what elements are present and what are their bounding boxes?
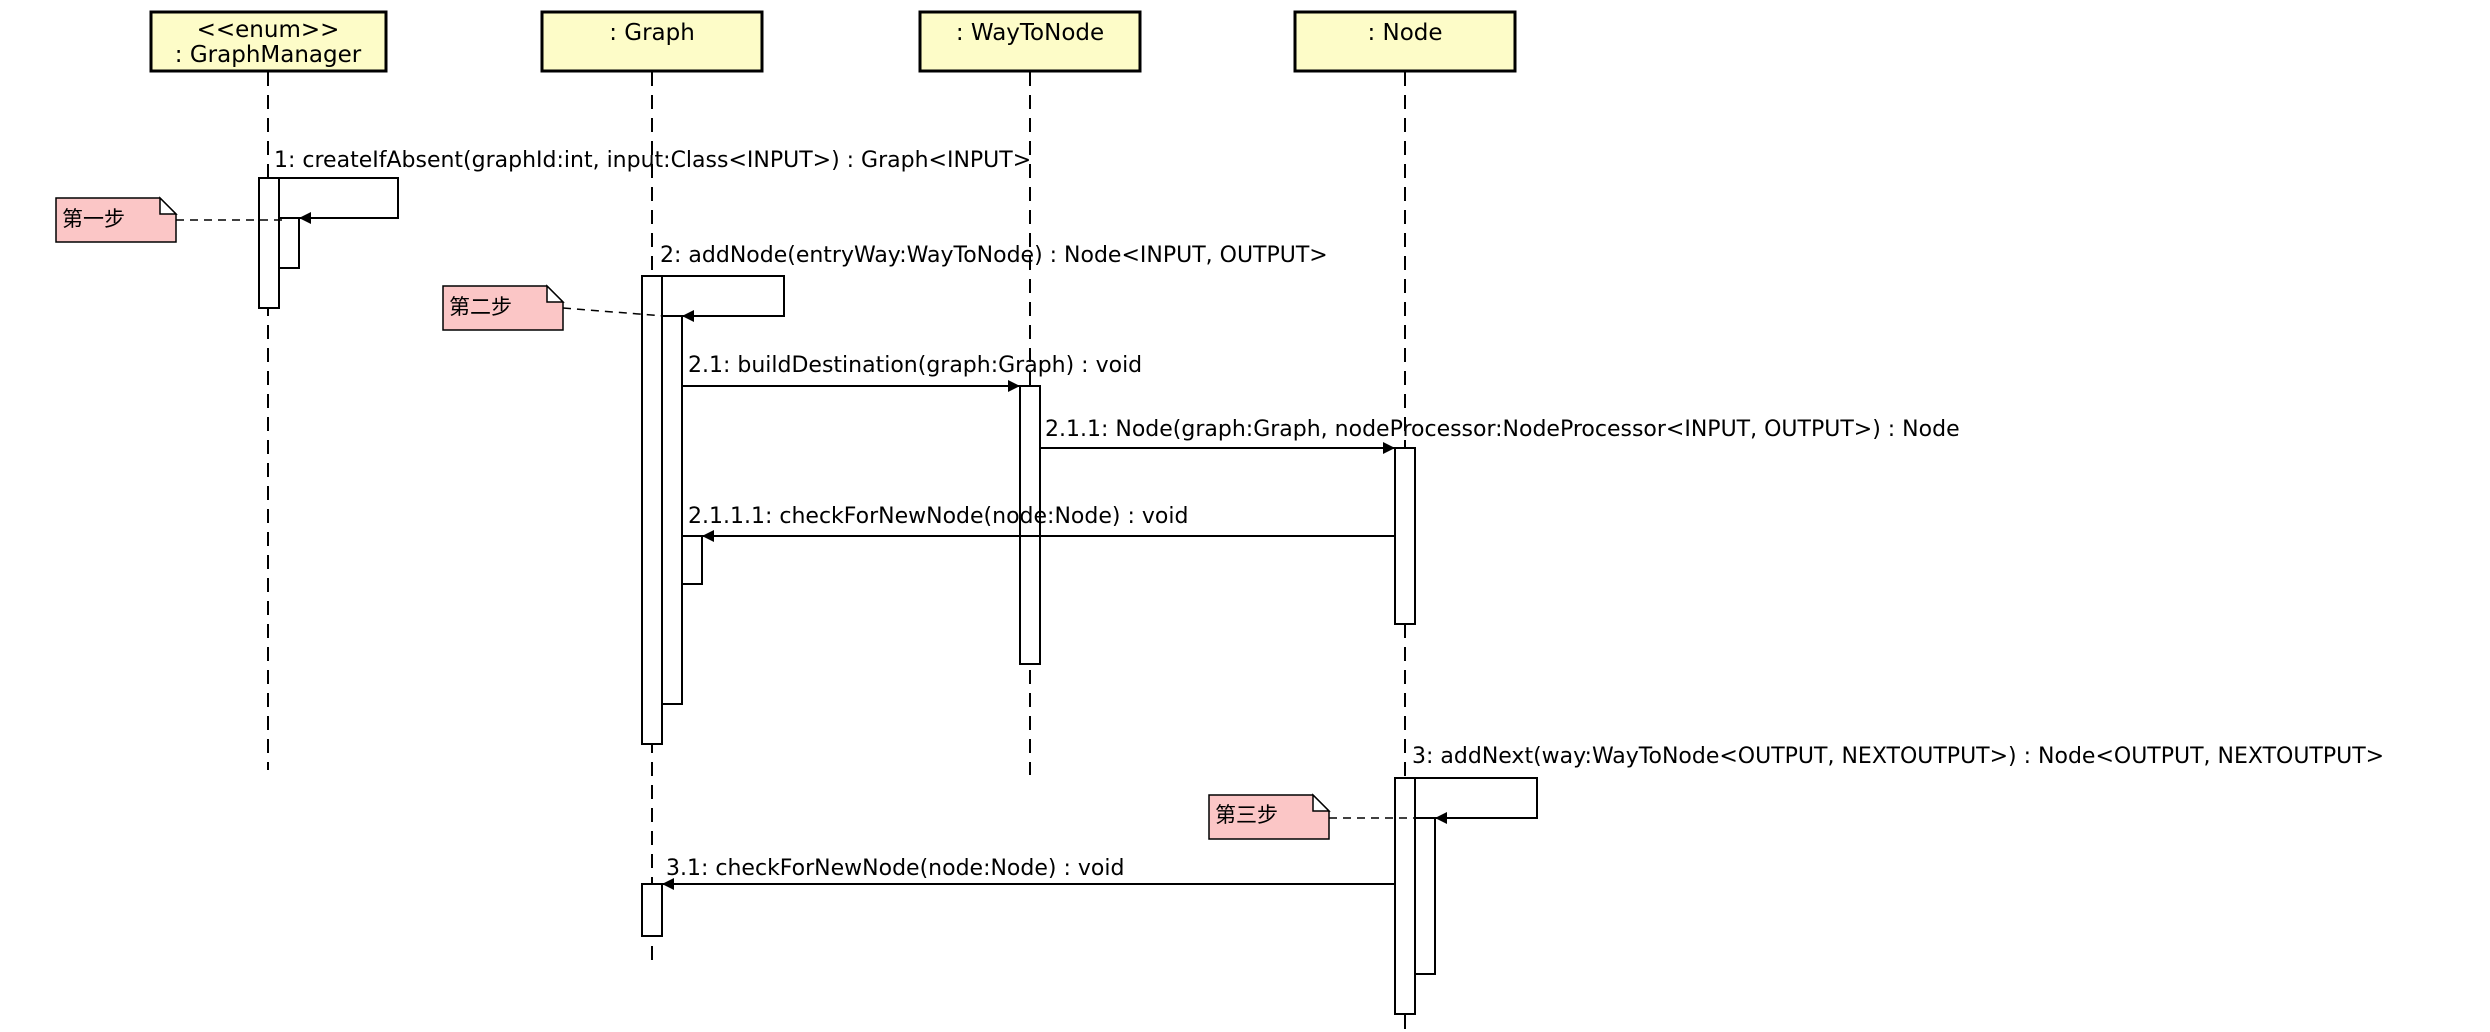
- lifeline-name: : Graph: [609, 20, 695, 46]
- message-label: 3: addNext(way:WayToNode<OUTPUT, NEXTOUT…: [1412, 744, 2384, 769]
- lifeline-head-graph[interactable]: : Graph: [540, 10, 764, 73]
- message-3-1[interactable]: 3.1: checkForNewNode(node:Node) : void: [662, 856, 1395, 890]
- message-label: 3.1: checkForNewNode(node:Node) : void: [666, 856, 1124, 881]
- message-2-1-1[interactable]: 2.1.1: Node(graph:Graph, nodeProcessor:N…: [1040, 417, 1960, 454]
- activation-way-to-node: [1019, 385, 1041, 665]
- note-label: 第三步: [1215, 803, 1278, 827]
- activation-graph: [641, 275, 663, 745]
- lifeline-stereotype: <<enum>>: [197, 17, 340, 43]
- message-2[interactable]: 2: addNode(entryWay:WayToNode) : Node<IN…: [660, 243, 1328, 322]
- activation-graph-callback: [681, 535, 703, 585]
- activation-graph-callback-2: [641, 883, 663, 937]
- message-2-1-1-1[interactable]: 2.1.1.1: checkForNewNode(node:Node) : vo…: [688, 504, 1395, 542]
- message-1[interactable]: 1: createIfAbsent(graphId:int, input:Cla…: [274, 148, 1031, 224]
- note-label: 第一步: [62, 207, 125, 231]
- note-label: 第二步: [449, 295, 512, 319]
- note-connector: [562, 307, 665, 317]
- message-3[interactable]: 3: addNext(way:WayToNode<OUTPUT, NEXTOUT…: [1412, 744, 2384, 824]
- message-label: 2.1: buildDestination(graph:Graph) : voi…: [688, 353, 1142, 378]
- activation-node-constructor: [1394, 447, 1416, 625]
- message-label: 2: addNode(entryWay:WayToNode) : Node<IN…: [660, 243, 1328, 268]
- lifeline-head-node[interactable]: : Node: [1293, 10, 1517, 73]
- lifeline-head-way-to-node[interactable]: : WayToNode: [918, 10, 1142, 73]
- note-step-2[interactable]: 第二步: [442, 284, 665, 331]
- lifeline-name: : WayToNode: [956, 20, 1104, 46]
- note-step-1[interactable]: 第一步: [55, 196, 282, 243]
- activation-node-nested: [1414, 817, 1436, 975]
- lifeline-name: : Node: [1367, 20, 1442, 46]
- activation-graph-manager: [258, 177, 280, 309]
- activation-node: [1394, 777, 1416, 1015]
- activation-graph-nested: [661, 315, 683, 705]
- lifeline-head-graph-manager[interactable]: <<enum>> : GraphManager: [149, 10, 388, 73]
- lifeline-name: : GraphManager: [175, 42, 362, 68]
- message-label: 1: createIfAbsent(graphId:int, input:Cla…: [274, 148, 1031, 173]
- activation-graph-manager-nested: [278, 217, 300, 269]
- message-label: 2.1.1.1: checkForNewNode(node:Node) : vo…: [688, 504, 1188, 529]
- message-2-1[interactable]: 2.1: buildDestination(graph:Graph) : voi…: [682, 353, 1142, 392]
- note-step-3[interactable]: 第三步: [1208, 793, 1418, 840]
- message-label: 2.1.1: Node(graph:Graph, nodeProcessor:N…: [1045, 417, 1960, 442]
